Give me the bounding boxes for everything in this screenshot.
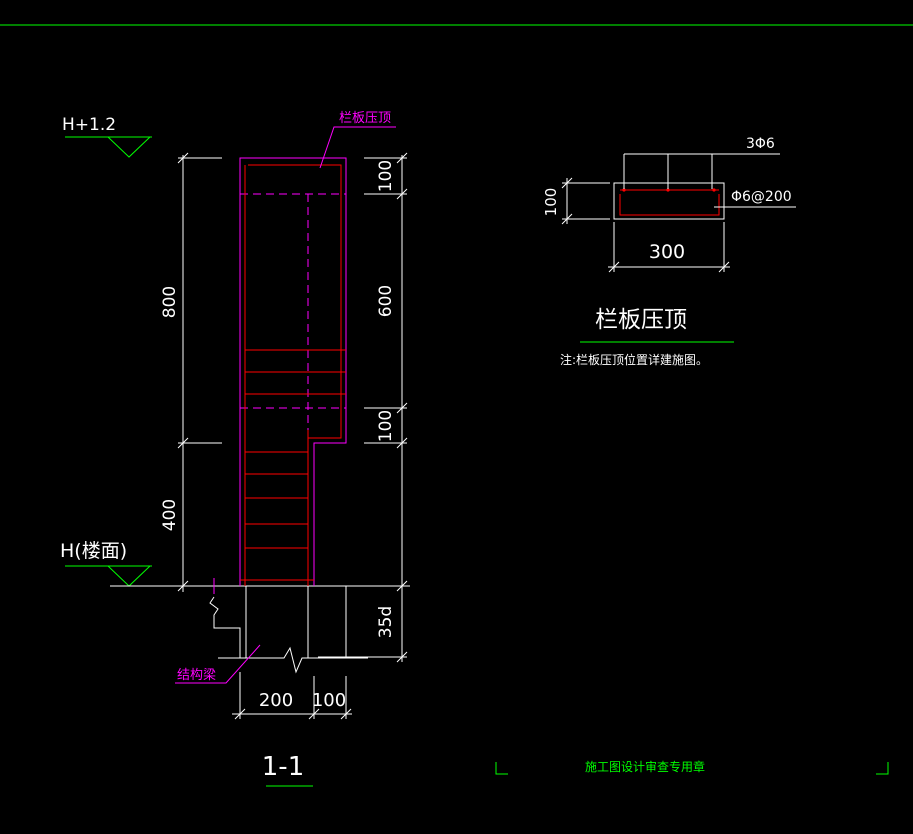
- dim-top-100: 100: [376, 160, 396, 192]
- right-dimension-chain: 100 600 100 35d: [318, 152, 408, 663]
- dim-mid-100: 100: [376, 410, 396, 442]
- leader-beam: 结构梁: [175, 644, 261, 684]
- left-dimension-chain: 800 400: [110, 152, 410, 592]
- stamp-label: 施工图设计审查专用章: [585, 759, 705, 774]
- coping-dim-height: 100: [542, 188, 560, 217]
- coping-detail: 3Φ6 Φ6@200 100 300: [542, 136, 796, 273]
- dim-35d: 35d: [376, 606, 396, 638]
- parapet-rebar: [240, 164, 346, 586]
- structural-beam: [209, 578, 368, 674]
- dim-600: 600: [376, 285, 396, 317]
- coping-title: 栏板压顶: [595, 307, 687, 333]
- dim-200: 200: [259, 690, 293, 711]
- leader-coping-label: 栏板压顶: [339, 111, 391, 126]
- level-marker-top: H+1.2: [62, 115, 152, 158]
- dim-400: 400: [160, 499, 180, 531]
- level-floor-label: H(楼面): [60, 540, 127, 562]
- stirrup-label: Φ6@200: [731, 189, 792, 205]
- stamp-frame: 施工图设计审查专用章: [495, 759, 889, 775]
- dim-800: 800: [160, 286, 180, 318]
- section-title: 1-1: [262, 752, 304, 782]
- bottom-dimension: 200 100: [232, 672, 352, 720]
- level-marker-floor: H(楼面): [60, 540, 152, 587]
- coping-note: 注:栏板压顶位置详建施图。: [560, 352, 708, 367]
- bar-top-label: 3Φ6: [746, 136, 775, 152]
- coping-dim-width: 300: [649, 241, 685, 263]
- dim-bottom-100: 100: [312, 690, 346, 711]
- level-top-label: H+1.2: [62, 115, 116, 135]
- leader-coping: 栏板压顶: [319, 111, 396, 169]
- leader-beam-label: 结构梁: [177, 668, 216, 683]
